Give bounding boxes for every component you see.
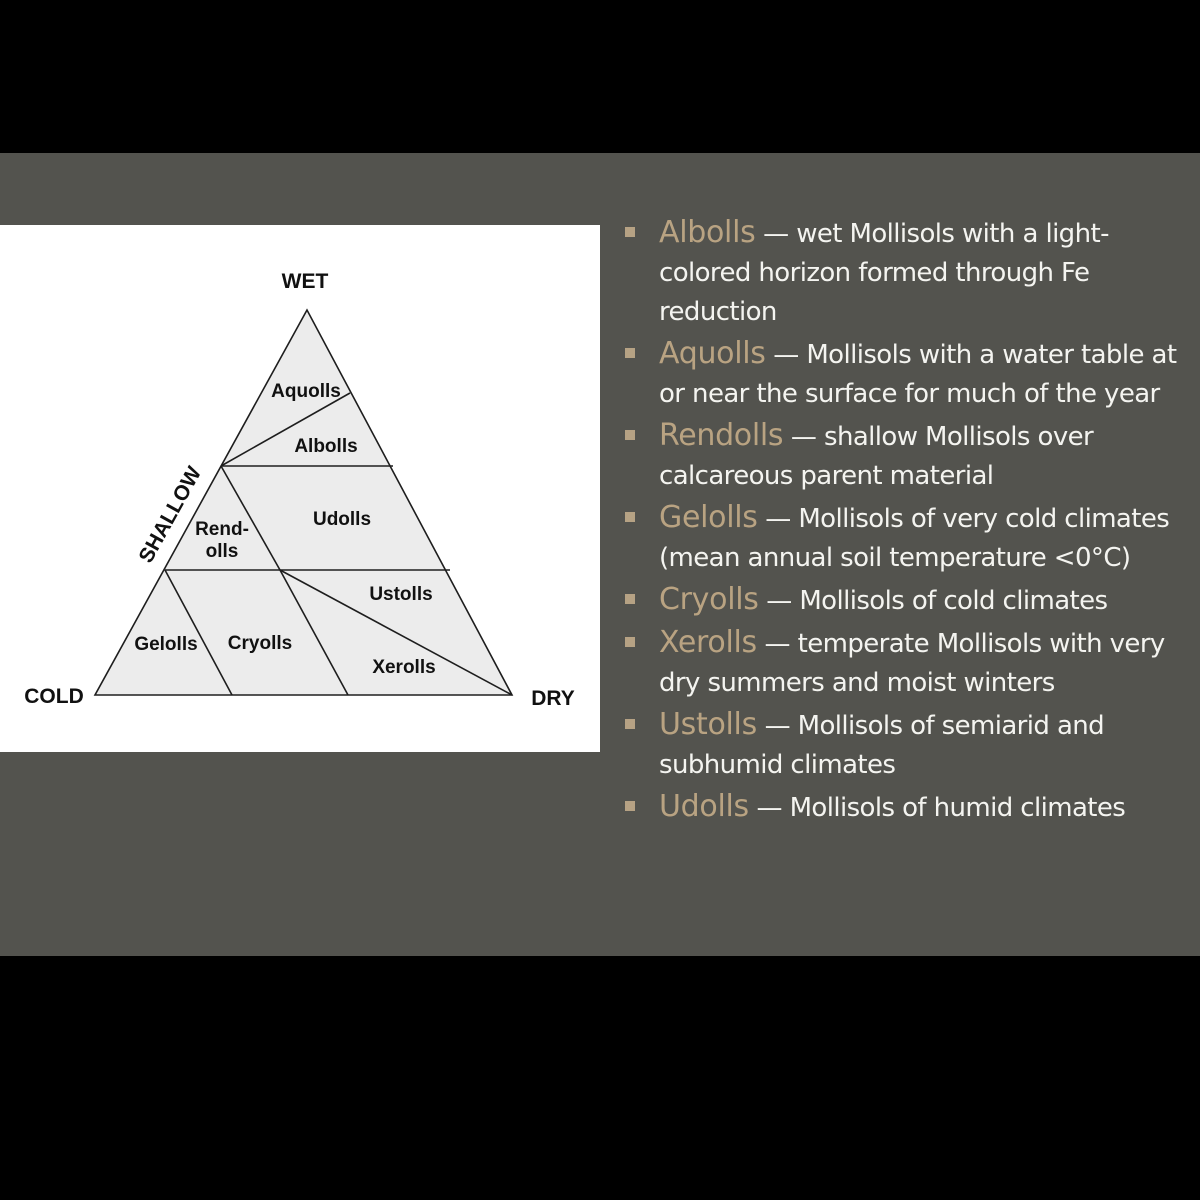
region-label-udolls: Udolls: [313, 509, 371, 530]
slide-background: WET COLD DRY SHALLOW Aquolls Albolls Udo…: [0, 153, 1200, 956]
square-bullet-icon: [625, 637, 635, 647]
desc-xerolls: — temperate Mollisols with very dry summ…: [659, 629, 1165, 698]
square-bullet-icon: [625, 594, 635, 604]
divider-cryolls-xerolls: [279, 569, 349, 696]
list-item: Ustolls — Mollisols of semiarid and subh…: [622, 707, 1182, 785]
region-label-aquolls: Aquolls: [271, 381, 341, 402]
term-albolls: Albolls: [659, 215, 756, 250]
suborder-list: Albolls — wet Mollisols with a light-col…: [622, 215, 1182, 832]
term-udolls: Udolls: [659, 789, 749, 824]
square-bullet-icon: [625, 227, 635, 237]
list-item: Rendolls — shallow Mollisols over calcar…: [622, 418, 1182, 496]
region-label-rendolls-1: Rend-: [195, 519, 249, 540]
region-label-rendolls-2: olls: [206, 541, 239, 562]
list-item: Udolls — Mollisols of humid climates: [622, 789, 1182, 828]
region-label-albolls: Albolls: [294, 436, 357, 457]
square-bullet-icon: [625, 719, 635, 729]
divider-ustolls-xerolls: [279, 569, 513, 696]
axis-label-cold: COLD: [24, 685, 84, 708]
square-bullet-icon: [625, 512, 635, 522]
divider-rendolls: [220, 465, 281, 571]
axis-label-wet: WET: [282, 270, 329, 293]
divider-aquolls-albolls: [220, 392, 351, 467]
term-rendolls: Rendolls: [659, 418, 784, 453]
desc-albolls: — wet Mollisols with a light-colored hor…: [659, 219, 1109, 327]
desc-gelolls: — Mollisols of very cold climates (mean …: [659, 504, 1170, 573]
mollisol-triangle-diagram: WET COLD DRY SHALLOW Aquolls Albolls Udo…: [0, 225, 600, 752]
term-aquolls: Aquolls: [659, 336, 766, 371]
term-ustolls: Ustolls: [659, 707, 757, 742]
divider-gelolls-cryolls: [164, 569, 233, 696]
desc-udolls: — Mollisols of humid climates: [748, 793, 1126, 823]
square-bullet-icon: [625, 348, 635, 358]
region-label-xerolls: Xerolls: [372, 657, 435, 678]
term-gelolls: Gelolls: [659, 500, 758, 535]
desc-rendolls: — shallow Mollisols over calcareous pare…: [659, 422, 1094, 491]
desc-aquolls: — Mollisols with a water table at or nea…: [659, 340, 1177, 409]
list-item: Aquolls — Mollisols with a water table a…: [622, 336, 1182, 414]
triangle-outline: [93, 308, 514, 696]
desc-ustolls: — Mollisols of semiarid and subhumid cli…: [659, 711, 1105, 780]
list-item: Albolls — wet Mollisols with a light-col…: [622, 215, 1182, 332]
list-item: Cryolls — Mollisols of cold climates: [622, 582, 1182, 621]
region-label-ustolls: Ustolls: [369, 584, 432, 605]
term-xerolls: Xerolls: [659, 625, 757, 660]
square-bullet-icon: [625, 430, 635, 440]
region-label-cryolls: Cryolls: [228, 633, 292, 654]
square-bullet-icon: [625, 801, 635, 811]
list-item: Xerolls — temperate Mollisols with very …: [622, 625, 1182, 703]
term-cryolls: Cryolls: [659, 582, 759, 617]
list-item: Gelolls — Mollisols of very cold climate…: [622, 500, 1182, 578]
desc-cryolls: — Mollisols of cold climates: [758, 586, 1108, 616]
triangle-svg: WET COLD DRY SHALLOW Aquolls Albolls Udo…: [24, 270, 575, 710]
axis-label-dry: DRY: [531, 687, 575, 710]
region-label-gelolls: Gelolls: [134, 634, 197, 655]
